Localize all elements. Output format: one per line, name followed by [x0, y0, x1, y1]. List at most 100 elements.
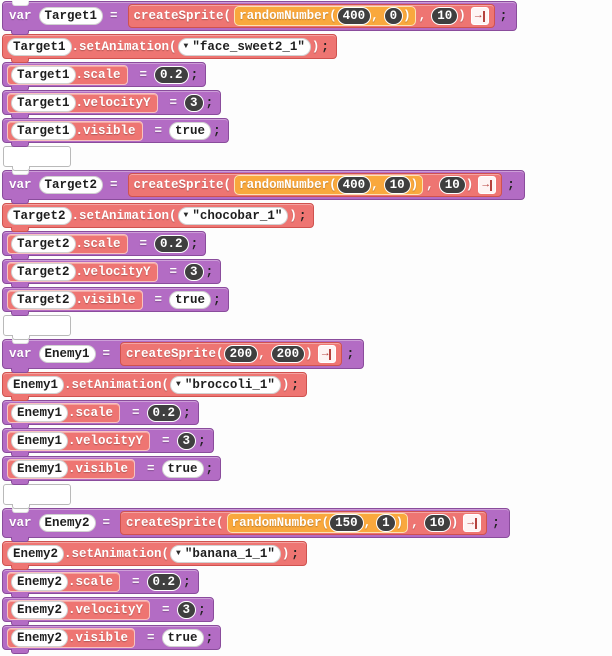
visible-setter-block[interactable]: Target1 .visible = true ;: [2, 118, 229, 147]
property-block[interactable]: Target2 .visible: [7, 289, 143, 310]
boolean-field[interactable]: true: [161, 628, 204, 647]
animation-dropdown[interactable]: ▼ "chocobar_1": [177, 206, 289, 225]
scale-setter-block[interactable]: Enemy2 .scale = 0.2 ;: [2, 569, 199, 598]
expand-params-button[interactable]: →: [463, 514, 482, 532]
velocity-property-label: .velocityY: [68, 433, 144, 448]
property-block[interactable]: Enemy1 .visible: [7, 458, 136, 479]
scale-setter-block[interactable]: Enemy1 .scale = 0.2 ;: [2, 400, 199, 429]
number-field[interactable]: 3: [184, 262, 204, 281]
variable-name-field[interactable]: Enemy2: [38, 514, 96, 532]
variable-name-field[interactable]: Target2: [11, 234, 76, 253]
number-field[interactable]: 10: [423, 514, 451, 532]
property-block[interactable]: Target2 .velocityY: [7, 261, 158, 282]
variable-name-field[interactable]: Target2: [38, 176, 104, 194]
variable-name-field[interactable]: Target2: [11, 262, 76, 281]
create-sprite-block[interactable]: createSprite( randomNumber( 400 , 10 ) ,…: [127, 173, 503, 197]
set-animation-block[interactable]: Target2 .setAnimation( ▼ "chocobar_1" ) …: [2, 203, 315, 232]
number-field[interactable]: 0.2: [154, 65, 189, 84]
animation-dropdown[interactable]: ▼ "banana_1_1": [170, 544, 281, 563]
property-block[interactable]: Enemy2 .velocityY: [7, 599, 151, 620]
property-block[interactable]: Target2 .scale: [7, 233, 128, 254]
number-field[interactable]: 0.2: [146, 403, 182, 422]
number-field[interactable]: 150: [329, 514, 364, 532]
variable-name-field[interactable]: Target1: [11, 93, 76, 112]
var-keyword: var: [9, 9, 32, 23]
velocity-setter-block[interactable]: Target2 .velocityY = 3 ;: [2, 259, 222, 288]
variable-name-field[interactable]: Target1: [11, 121, 76, 140]
var-declaration-block[interactable]: var Target2 = createSprite( randomNumber…: [2, 170, 525, 204]
number-field[interactable]: 0: [383, 7, 404, 25]
property-block[interactable]: Enemy2 .scale: [7, 571, 121, 592]
number-field[interactable]: 0.2: [154, 234, 189, 253]
boolean-field[interactable]: true: [169, 121, 212, 140]
random-number-label: randomNumber(: [239, 178, 337, 192]
close-paren: ): [305, 347, 313, 361]
create-sprite-block[interactable]: createSprite( randomNumber( 400 , 0 ) , …: [127, 4, 495, 28]
set-animation-block[interactable]: Enemy2 .setAnimation( ▼ "banana_1_1" ) ;: [2, 541, 307, 570]
semicolon: ;: [190, 67, 199, 82]
property-block[interactable]: Target1 .scale: [7, 64, 128, 85]
property-block[interactable]: Target1 .velocityY: [7, 92, 158, 113]
scale-setter-block[interactable]: Target1 .scale = 0.2 ;: [2, 62, 207, 91]
number-field[interactable]: 200: [223, 345, 259, 363]
variable-name-field[interactable]: Enemy2: [7, 544, 65, 563]
animation-dropdown[interactable]: ▼ "face_sweet2_1": [177, 37, 311, 56]
visible-setter-block[interactable]: Target2 .visible = true ;: [2, 287, 229, 316]
visible-setter-block[interactable]: Enemy2 .visible = true ;: [2, 625, 222, 654]
number-field[interactable]: 10: [438, 176, 466, 194]
expand-params-button[interactable]: →: [470, 7, 489, 25]
number-field[interactable]: 1: [376, 514, 396, 532]
property-block[interactable]: Enemy1 .velocityY: [7, 430, 151, 451]
animation-dropdown[interactable]: ▼ "broccoli_1": [170, 375, 281, 394]
velocity-setter-block[interactable]: Enemy1 .velocityY = 3 ;: [2, 428, 214, 457]
number-field[interactable]: 10: [431, 7, 459, 25]
number-field[interactable]: 10: [383, 176, 411, 194]
number-field[interactable]: 3: [176, 431, 197, 450]
variable-name-field[interactable]: Enemy1: [38, 345, 96, 363]
var-declaration-block[interactable]: var Target1 = createSprite( randomNumber…: [2, 1, 518, 35]
set-animation-block[interactable]: Enemy1 .setAnimation( ▼ "broccoli_1" ) ;: [2, 372, 307, 401]
number-field[interactable]: 3: [184, 93, 204, 112]
variable-name-field[interactable]: Target1: [11, 65, 76, 84]
scale-setter-block[interactable]: Target2 .scale = 0.2 ;: [2, 231, 207, 260]
variable-name-field[interactable]: Target1: [7, 37, 72, 56]
number-field[interactable]: 200: [270, 345, 306, 363]
variable-name-field[interactable]: Enemy1: [7, 375, 65, 394]
property-block[interactable]: Enemy2 .visible: [7, 627, 136, 648]
empty-connector-block[interactable]: [3, 484, 71, 509]
number-field[interactable]: 3: [176, 600, 197, 619]
var-declaration-block[interactable]: var Enemy2 = createSprite( randomNumber(…: [2, 508, 510, 542]
variable-name-field[interactable]: Enemy1: [11, 403, 69, 422]
velocity-setter-block[interactable]: Enemy2 .velocityY = 3 ;: [2, 597, 214, 626]
create-sprite-block[interactable]: createSprite( randomNumber( 150 , 1 ) , …: [120, 511, 488, 535]
variable-name-field[interactable]: Enemy1: [11, 459, 69, 478]
number-field[interactable]: 400: [336, 7, 372, 25]
variable-name-field[interactable]: Target2: [11, 290, 76, 309]
velocity-setter-block[interactable]: Target1 .velocityY = 3 ;: [2, 90, 222, 119]
property-block[interactable]: Target1 .visible: [7, 120, 143, 141]
variable-name-field[interactable]: Enemy2: [11, 628, 69, 647]
boolean-field[interactable]: true: [161, 459, 204, 478]
empty-connector-block[interactable]: [3, 146, 71, 171]
variable-name-field[interactable]: Enemy1: [11, 431, 69, 450]
boolean-field[interactable]: true: [169, 290, 212, 309]
variable-name-field[interactable]: Enemy2: [11, 600, 69, 619]
set-animation-block[interactable]: Target1 .setAnimation( ▼ "face_sweet2_1"…: [2, 34, 337, 63]
close-paren: ): [395, 516, 404, 530]
variable-name-field[interactable]: Target1: [38, 7, 104, 25]
var-declaration-block[interactable]: var Enemy1 = createSprite( 200 , 200 ) →…: [2, 339, 365, 373]
random-number-block[interactable]: randomNumber( 150 , 1 ): [226, 513, 409, 533]
number-field[interactable]: 400: [336, 176, 372, 194]
expand-params-button[interactable]: →: [478, 176, 497, 194]
create-sprite-block[interactable]: createSprite( 200 , 200 ) →: [120, 342, 342, 366]
expand-params-button[interactable]: →: [317, 345, 336, 363]
random-number-block[interactable]: randomNumber( 400 , 0 ): [234, 6, 416, 26]
empty-connector-block[interactable]: [3, 315, 71, 340]
visible-setter-block[interactable]: Enemy1 .visible = true ;: [2, 456, 222, 485]
comma: ,: [426, 178, 434, 192]
variable-name-field[interactable]: Target2: [7, 206, 72, 225]
number-field[interactable]: 0.2: [146, 572, 182, 591]
random-number-block[interactable]: randomNumber( 400 , 10 ): [234, 175, 424, 195]
property-block[interactable]: Enemy1 .scale: [7, 402, 121, 423]
variable-name-field[interactable]: Enemy2: [11, 572, 69, 591]
